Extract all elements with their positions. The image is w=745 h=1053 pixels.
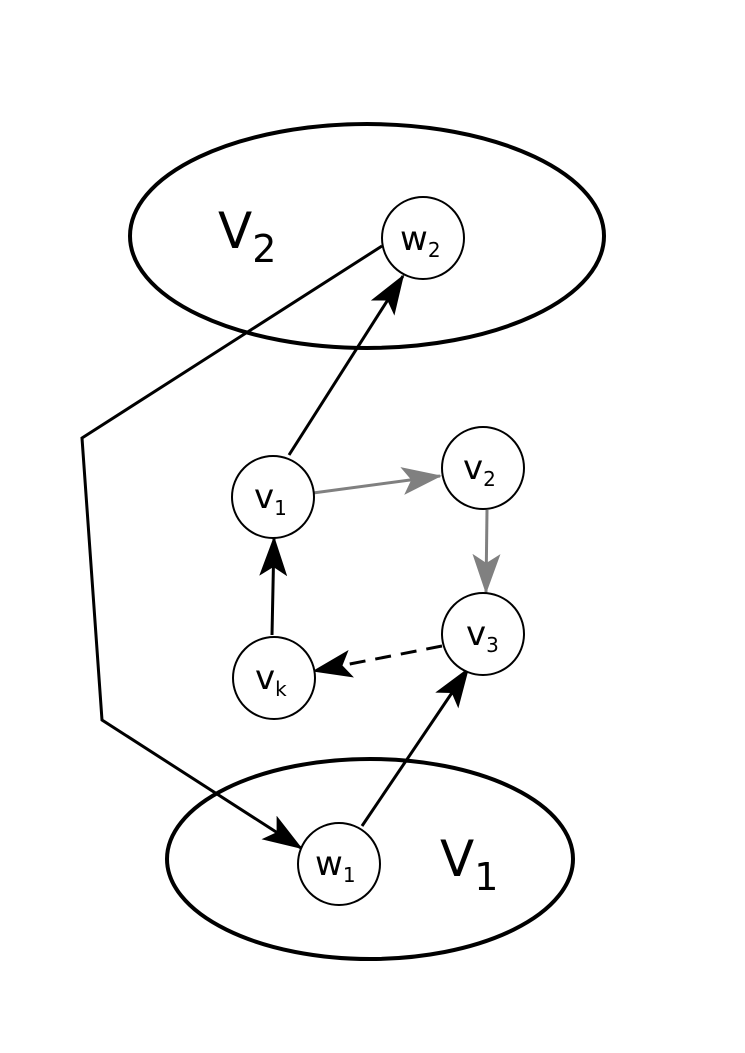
set-v1-ellipse [165,757,575,961]
edge-v1-to-w2 [287,274,405,456]
edge-w1-to-v3 [360,667,470,827]
edge-v3-to-vk [312,644,443,678]
node-w2-label: w2 [400,219,441,262]
node-v3-label: v3 [466,614,499,657]
edge-vk-to-v1 [259,536,288,636]
node-vk: vk [232,636,316,720]
node-v2-label: v2 [463,448,496,491]
node-vk-label: vk [255,658,287,701]
node-v1-circle [231,455,315,539]
set-v2-label: V2 [218,202,276,271]
node-v1: v1 [231,455,315,539]
node-v3-circle [441,592,525,676]
node-v3: v3 [441,592,525,676]
node-w2: w2 [381,196,465,280]
edge-w2-to-w1 [80,244,383,850]
set-v1-label: V1 [440,830,498,899]
node-w1-label: w1 [315,844,356,887]
node-w1: w1 [297,822,381,906]
node-w1-circle [297,822,381,906]
node-w2-circle [381,196,465,280]
node-v2: v2 [441,426,525,510]
set-v2-ellipse [128,122,606,350]
node-vk-circle [232,636,316,720]
node-v1-label: v1 [254,477,287,520]
edge-v2-to-v3 [472,509,501,594]
node-v2-circle [441,426,525,510]
edge-v1-to-v2 [312,467,442,495]
